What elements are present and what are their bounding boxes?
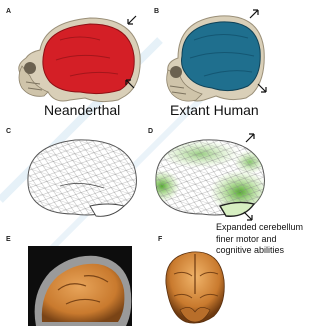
coronal-brain-image — [140, 234, 325, 326]
panel-f: F — [140, 234, 325, 326]
extant-human-caption: Extant Human — [170, 102, 259, 118]
annotation-line-1: Expanded cerebellum — [216, 222, 325, 234]
panel-d: D — [140, 122, 325, 222]
panel-b: B Extant Human — [160, 0, 325, 122]
neanderthal-skull-illustration — [0, 0, 160, 105]
panel-a: A Neanderthal — [0, 0, 160, 122]
mesh-brain-c — [0, 122, 160, 222]
panel-e: E — [0, 234, 140, 326]
neanderthal-caption: Neanderthal — [44, 102, 120, 118]
human-skull-illustration — [160, 0, 325, 105]
mesh-brain-d — [140, 122, 325, 222]
panel-c: C — [0, 122, 160, 222]
panel-b-letter: B — [154, 8, 159, 15]
mri-brain-image — [0, 234, 140, 326]
